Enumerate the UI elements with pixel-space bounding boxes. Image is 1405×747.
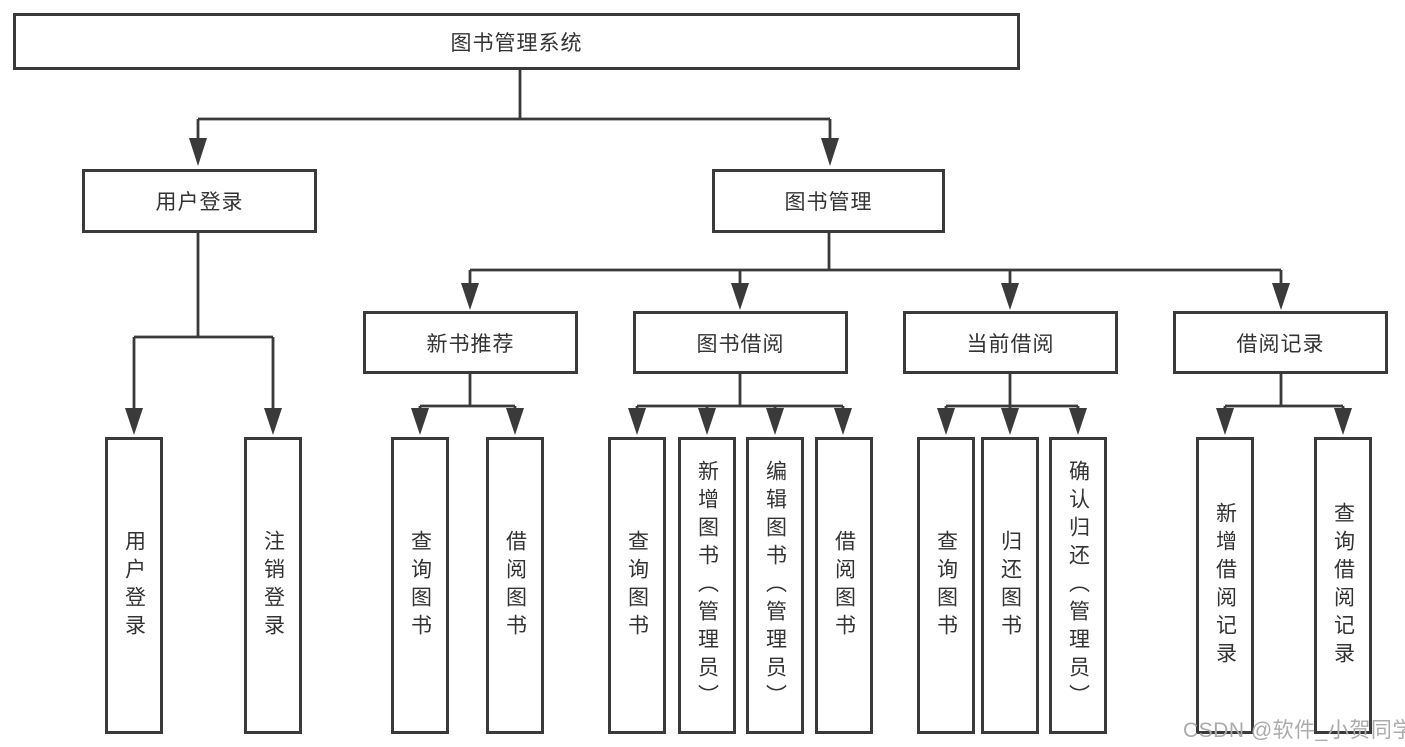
leaf-logout: 注销登录 — [244, 437, 302, 734]
node-book-management: 图书管理 — [712, 169, 945, 233]
leaf-add-borrow-record: 新增借阅记录 — [1196, 437, 1254, 734]
leaf-query-books-recommend: 查询图书 — [391, 437, 449, 734]
node-new-book-recommend: 新书推荐 — [363, 311, 578, 374]
leaf-add-book-admin: 新增图书（管理员） — [678, 437, 736, 734]
node-current-borrow: 当前借阅 — [903, 311, 1118, 374]
node-user-login-group: 用户登录 — [82, 169, 317, 233]
leaf-return-books: 归还图书 — [981, 437, 1039, 734]
node-book-borrow: 图书借阅 — [633, 311, 848, 374]
leaf-user-login: 用户登录 — [105, 437, 163, 734]
node-borrow-records: 借阅记录 — [1173, 311, 1388, 374]
leaf-borrow-books: 借阅图书 — [815, 437, 873, 734]
leaf-confirm-return-admin: 确认归还（管理员） — [1049, 437, 1107, 734]
leaf-query-books-borrow: 查询图书 — [608, 437, 666, 734]
leaf-query-books-current: 查询图书 — [917, 437, 975, 734]
leaf-query-borrow-record: 查询借阅记录 — [1314, 437, 1372, 734]
csdn-watermark: CSDN @软件_小贺同学 — [1183, 719, 1405, 742]
node-library-management-system: 图书管理系统 — [13, 13, 1020, 70]
leaf-borrow-books-recommend: 借阅图书 — [486, 437, 544, 734]
leaf-edit-book-admin: 编辑图书（管理员） — [746, 437, 804, 734]
